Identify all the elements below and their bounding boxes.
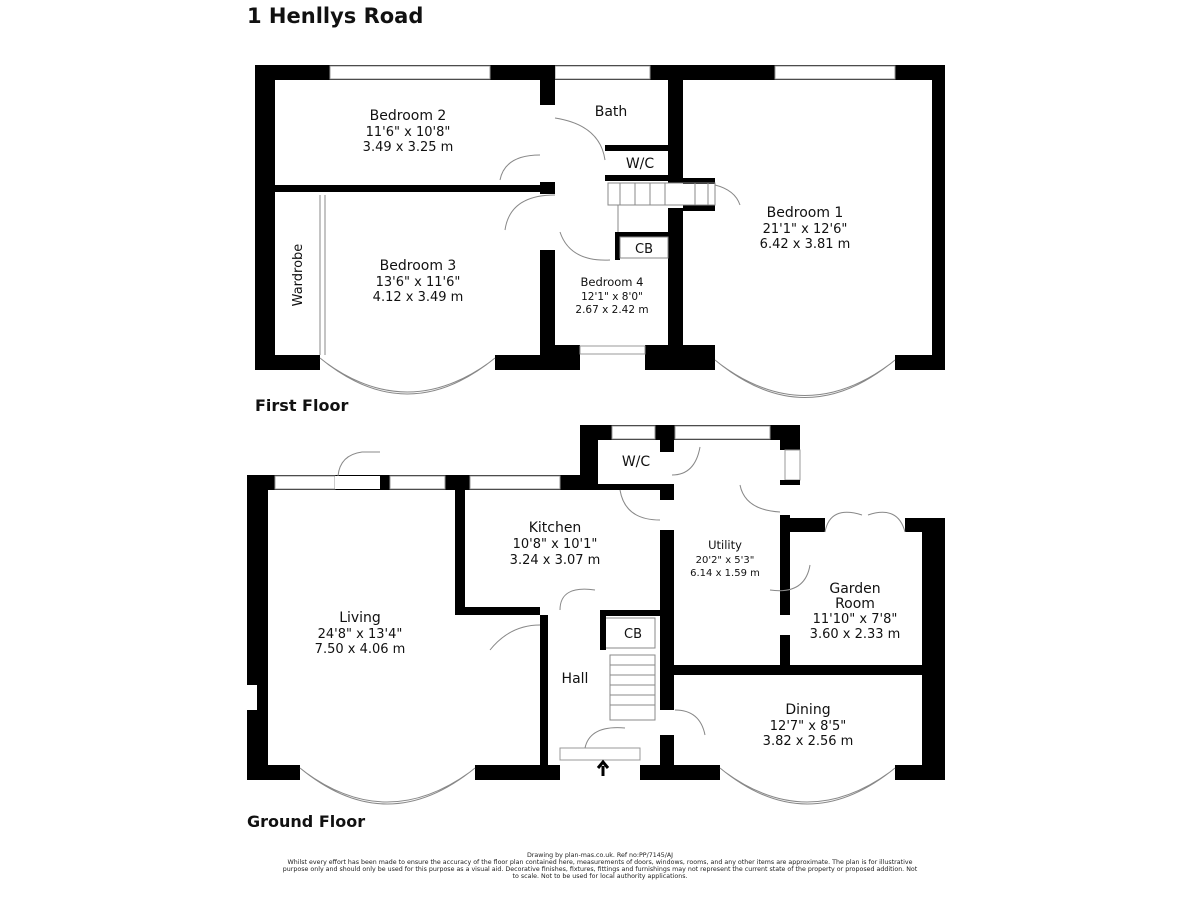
entrance-arrow-icon [596, 759, 610, 776]
room-name: Bedroom 4 [581, 275, 644, 289]
room-name: Wardrobe [291, 244, 306, 307]
room-name: Utility [708, 538, 742, 552]
room-dimension: 13'6" x 11'6" [376, 275, 461, 290]
first-floor-plan [255, 65, 945, 398]
room-name: CB [624, 627, 642, 642]
room-name: Living [339, 610, 381, 626]
room-dimension: 10'8" x 10'1" [513, 537, 598, 552]
room-name: Bedroom 3 [380, 258, 457, 274]
room-dimension: 12'1" x 8'0" [581, 291, 643, 303]
room-dimension: Room [835, 596, 875, 612]
room-name: Kitchen [529, 520, 582, 536]
property-title: 1 Henllys Road [247, 4, 423, 28]
ground-floor-labels: W/C Kitchen 10'8" x 10'1" 3.24 x 3.07 m … [315, 454, 901, 749]
room-dimension: 3.60 x 2.33 m [810, 627, 901, 642]
room-dimension: 4.12 x 3.49 m [373, 290, 464, 305]
footer: Drawing by plan-mas.co.uk. Ref no:PP/714… [280, 852, 920, 880]
room-name: CB [635, 242, 653, 257]
first-floor-labels: Bedroom 2 11'6" x 10'8" 3.49 x 3.25 m Ba… [291, 104, 850, 316]
room-name: Dining [785, 702, 830, 718]
ground-floor-plan [247, 425, 945, 805]
footer-disclaimer: Whilst every effort has been made to ens… [282, 859, 918, 880]
room-name: Bath [595, 104, 628, 120]
room-dimension: 7.50 x 4.06 m [315, 642, 406, 657]
room-dimension: 3.24 x 3.07 m [510, 553, 601, 568]
room-dimension: 6.42 x 3.81 m [760, 237, 851, 252]
room-dimension: 2.67 x 2.42 m [575, 304, 648, 316]
footer-credit: Drawing by plan-mas.co.uk. Ref no:PP/714… [526, 852, 674, 859]
room-name: Bedroom 1 [767, 205, 844, 221]
room-dimension: 3.49 x 3.25 m [363, 140, 454, 155]
room-dimension: 21'1" x 12'6" [763, 222, 848, 237]
room-dimension: 11'10" x 7'8" [813, 612, 898, 627]
room-dimension: 24'8" x 13'4" [318, 627, 403, 642]
room-dimension: 12'7" x 8'5" [770, 719, 846, 734]
room-dimension: 3.82 x 2.56 m [763, 734, 854, 749]
room-name: Garden [829, 581, 880, 597]
first-floor-label: First Floor [255, 396, 348, 415]
room-name: Bedroom 2 [370, 108, 447, 124]
room-dimension: 20'2" x 5'3" [696, 555, 755, 566]
room-name: W/C [626, 156, 655, 172]
room-dimension: 11'6" x 10'8" [366, 125, 451, 140]
room-name: W/C [622, 454, 651, 470]
ground-floor-label: Ground Floor [247, 812, 365, 831]
room-name: Hall [562, 671, 589, 687]
room-dimension: 6.14 x 1.59 m [690, 568, 760, 579]
